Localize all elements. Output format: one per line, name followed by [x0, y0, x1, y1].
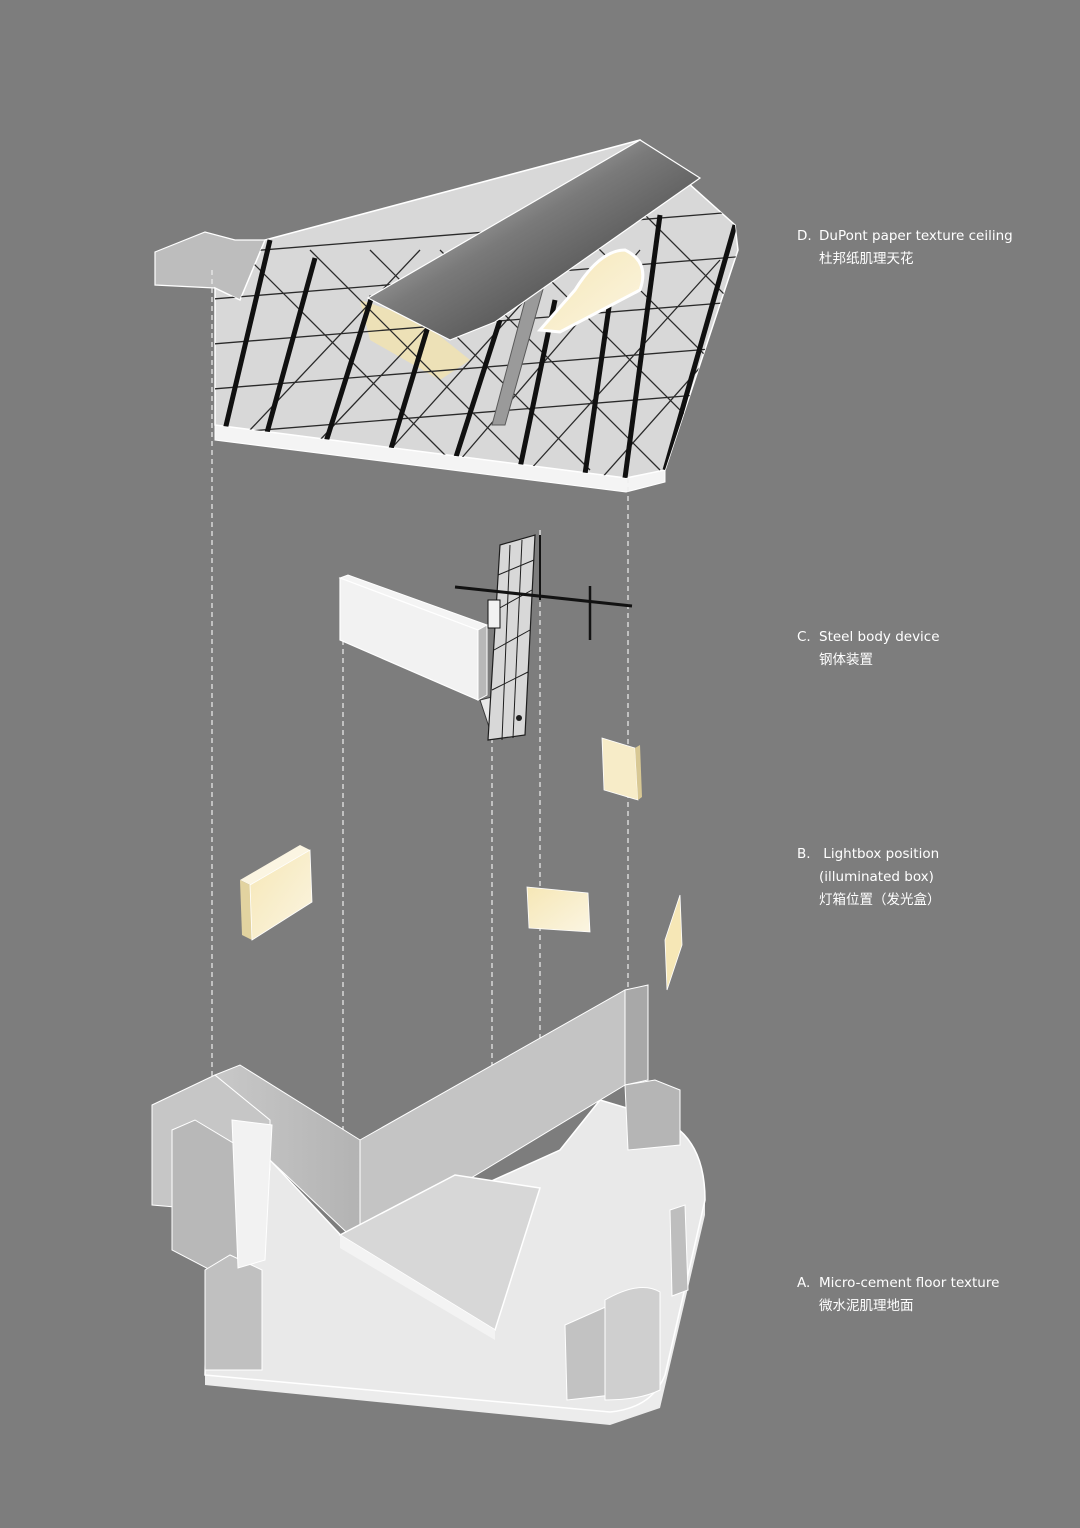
projection-lines [211, 270, 629, 1140]
label-ceiling: D. DuPont paper texture ceiling 杜邦纸肌理天花 [797, 225, 1013, 271]
label-lightbox: B. Lightbox position (illuminated box) 灯… [797, 843, 941, 912]
floor-layer [151, 984, 706, 1425]
label-ceiling-chinese: 杜邦纸肌理天花 [819, 251, 914, 267]
label-floor-text: Micro-cement floor texture [819, 1275, 1000, 1291]
label-floor-chinese: 微水泥肌理地面 [819, 1298, 914, 1314]
label-steel-device-letter: C. [797, 629, 811, 645]
steel-device-layer [338, 534, 633, 741]
label-steel-device-chinese: 钢体装置 [819, 652, 873, 668]
label-floor: A. Micro-cement floor texture 微水泥肌理地面 [797, 1272, 999, 1318]
label-lightbox-chinese: 灯箱位置（发光盒） [819, 892, 941, 908]
label-lightbox-letter: B. [797, 846, 811, 862]
label-steel-device-text: Steel body device [819, 629, 940, 645]
ceiling-layer [154, 139, 739, 493]
label-lightbox-text-line1: Lightbox position [819, 846, 940, 862]
lightbox-layer [240, 737, 683, 991]
label-lightbox-text-line2: (illuminated box) [819, 869, 934, 885]
label-steel-device: C. Steel body device 钢体装置 [797, 626, 940, 672]
label-ceiling-letter: D. [797, 228, 812, 244]
label-ceiling-text: DuPont paper texture ceiling [819, 228, 1013, 244]
label-floor-letter: A. [797, 1275, 811, 1291]
